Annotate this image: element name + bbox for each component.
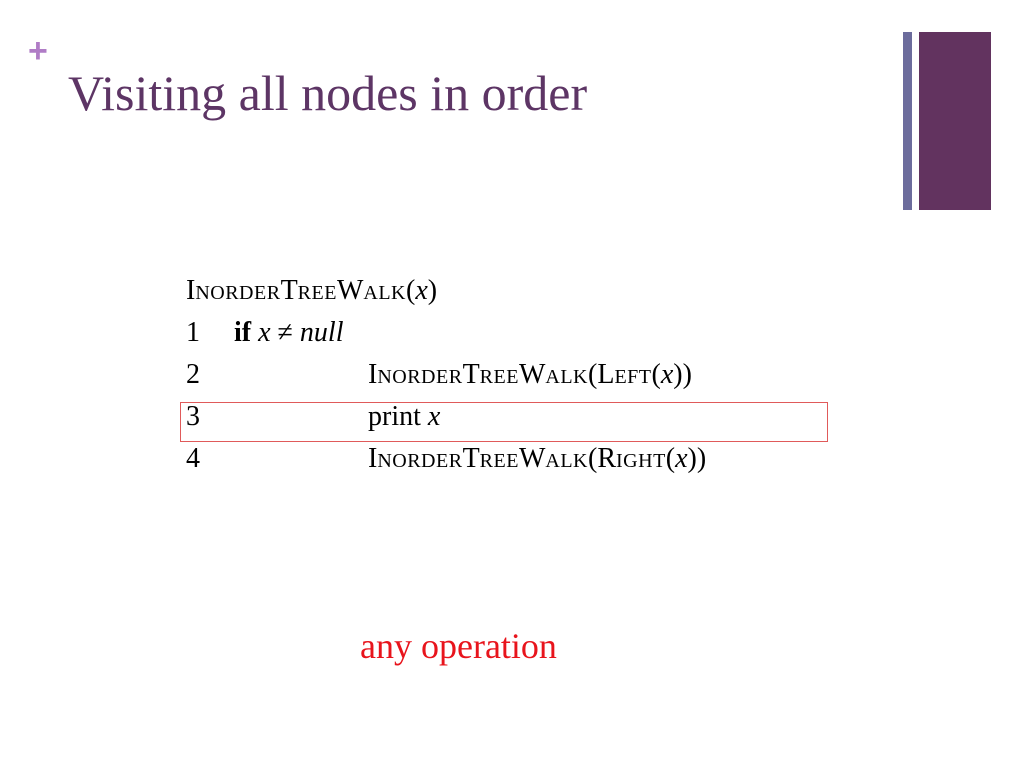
right-initial: R bbox=[597, 443, 617, 474]
pseudocode-line-2: 2 INORDERTREEWALK(LEFT(x)) bbox=[186, 354, 692, 396]
call-tree-rest: REE bbox=[479, 450, 519, 472]
header-inorder-rest: NORDER bbox=[195, 282, 281, 304]
header-param: x bbox=[415, 275, 428, 306]
call-tree-rest: REE bbox=[479, 366, 519, 388]
arg-var: x bbox=[660, 359, 674, 390]
arg-var: x bbox=[675, 443, 688, 474]
call-inorder-initial: I bbox=[368, 359, 378, 390]
bullet-plus-icon: + bbox=[28, 32, 48, 70]
header-paren-open: ( bbox=[406, 275, 416, 306]
print-var: x bbox=[427, 401, 441, 432]
call-tree-initial: T bbox=[462, 359, 480, 390]
decorative-bar-thin bbox=[903, 32, 912, 210]
header-tree-rest: REE bbox=[297, 282, 337, 304]
call-walk-initial: W bbox=[518, 443, 546, 474]
call-inorder-rest: NORDER bbox=[377, 366, 463, 388]
line-4-content: INORDERTREEWALK(RIGHT(x)) bbox=[368, 443, 707, 474]
pseudocode-line-1: 1 if x ≠ null bbox=[186, 312, 437, 354]
call-tree-initial: T bbox=[462, 443, 480, 474]
pseudocode-header: INORDERTREEWALK(x) bbox=[186, 270, 437, 312]
line-1-content: if x ≠ null bbox=[234, 312, 343, 354]
left-rest: EFT bbox=[614, 366, 652, 388]
annotation-note: any operation bbox=[360, 626, 557, 666]
statement-print: print bbox=[368, 401, 421, 432]
pseudocode-line-4: 4 INORDERTREEWALK(RIGHT(x)) bbox=[186, 438, 706, 480]
decorative-bar-block bbox=[919, 32, 991, 210]
header-inorder-initial: I bbox=[186, 275, 196, 306]
header-paren-close: ) bbox=[427, 275, 438, 306]
call-walk-initial: W bbox=[518, 359, 546, 390]
keyword-if: if bbox=[234, 317, 252, 348]
header-walk-rest: ALK bbox=[363, 282, 406, 304]
operator-not-equal: ≠ bbox=[277, 317, 293, 348]
condition-value: null bbox=[299, 317, 344, 348]
call-inorder-rest: NORDER bbox=[377, 450, 463, 472]
pseudocode-line-3: 3 print x bbox=[186, 396, 440, 438]
header-walk-initial: W bbox=[336, 275, 364, 306]
condition-var: x bbox=[258, 317, 271, 348]
highlight-box-line-3 bbox=[180, 402, 828, 442]
line-3-content: print x bbox=[368, 396, 440, 438]
line-number: 4 bbox=[186, 443, 200, 474]
right-rest: IGHT bbox=[616, 450, 666, 472]
left-initial: L bbox=[597, 359, 615, 390]
line-number: 3 bbox=[186, 401, 200, 432]
header-tree-initial: T bbox=[280, 275, 298, 306]
slide-title: Visiting all nodes in order bbox=[68, 65, 588, 121]
line-number: 1 bbox=[186, 317, 200, 348]
pseudocode-block: INORDERTREEWALK(x) 1 if x ≠ null 2 INORD… bbox=[186, 270, 706, 480]
line-number: 2 bbox=[186, 359, 200, 390]
line-2-content: INORDERTREEWALK(LEFT(x)) bbox=[368, 359, 692, 390]
call-inorder-initial: I bbox=[368, 443, 378, 474]
call-walk-rest: ALK bbox=[545, 450, 588, 472]
call-walk-rest: ALK bbox=[545, 366, 588, 388]
